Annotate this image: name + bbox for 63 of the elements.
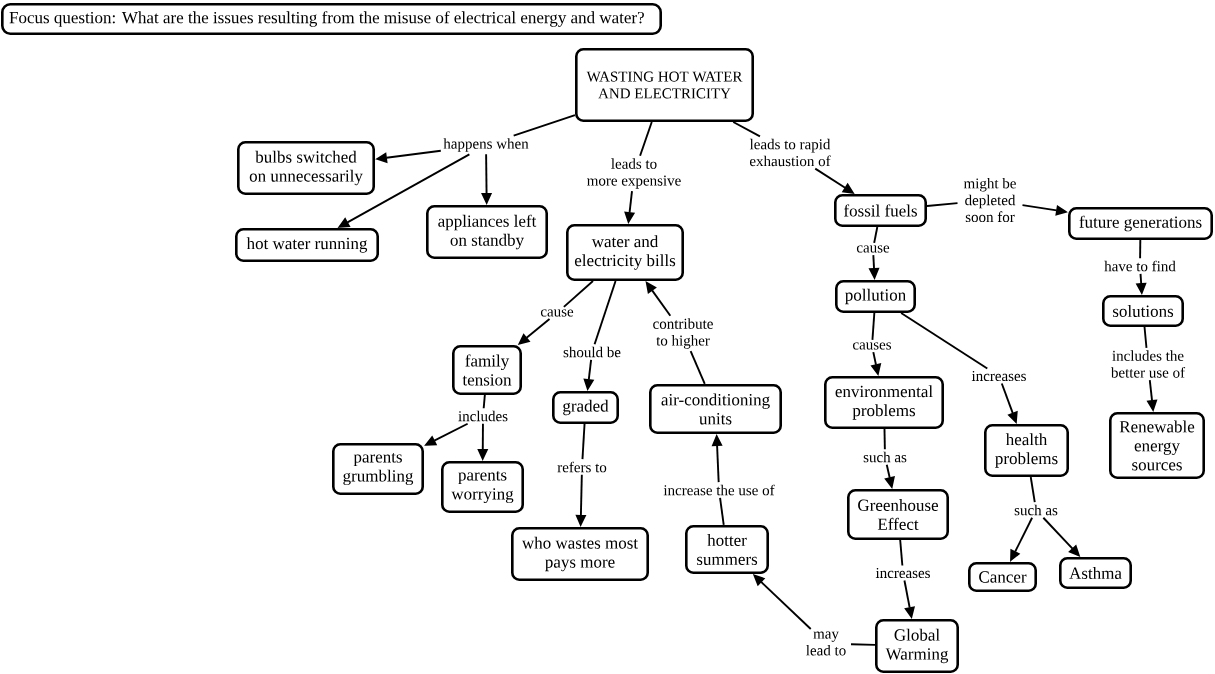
linking-phrase: contribute to higher xyxy=(653,318,713,349)
concept-box: Global Warming xyxy=(875,619,959,673)
linking-phrase: leads to more expensive xyxy=(587,158,681,189)
connector-line xyxy=(732,121,761,138)
concept-box: parents grumbling xyxy=(332,443,424,495)
concept-box: future generations xyxy=(1068,207,1213,240)
concept-box: Cancer xyxy=(968,562,1037,592)
linking-phrase: happens when xyxy=(443,138,529,152)
connector-line xyxy=(639,121,653,157)
connector-line xyxy=(593,280,617,346)
concept-box: hot water running xyxy=(235,228,379,262)
connector-line xyxy=(689,350,706,385)
concept-box: hotter summers xyxy=(685,525,769,574)
linking-phrase: increases xyxy=(875,567,930,579)
arrow xyxy=(645,281,672,317)
concept-box: WASTING HOT WATER AND ELECTRICITY xyxy=(575,48,754,122)
connector-line xyxy=(1029,476,1036,504)
concept-box: who wastes most pays more xyxy=(511,527,649,581)
linking-phrase: refers to xyxy=(557,461,607,473)
connector-line xyxy=(581,423,586,461)
concept-box: Renewable energy sources xyxy=(1109,412,1205,479)
linking-phrase: such as xyxy=(1014,504,1058,516)
concept-box: air-conditioning units xyxy=(649,384,782,434)
concept-box: graded xyxy=(552,391,619,424)
concept-box: Asthma xyxy=(1059,557,1132,589)
linking-phrase: includes the better use of xyxy=(1110,350,1186,378)
concept-box: solutions xyxy=(1102,295,1184,327)
connector-line xyxy=(850,643,876,646)
connector-line xyxy=(899,539,904,567)
connector-line xyxy=(482,394,486,410)
concept-box: fossil fuels xyxy=(834,194,927,227)
linking-phrase: causes xyxy=(853,342,892,350)
concept-box: Greenhouse Effect xyxy=(847,489,949,540)
linking-phrase: should be xyxy=(563,346,621,358)
linking-phrase: may lead to xyxy=(806,631,846,656)
concept-box: parents worrying xyxy=(441,461,524,513)
linking-phrase: leads to rapid exhaustion of xyxy=(749,138,831,167)
linking-phrase: such as xyxy=(863,451,907,463)
connector-line xyxy=(873,226,879,244)
linking-phrase: increase the use of xyxy=(663,484,775,496)
question-box: Focus question: What are the issues resulting from the misuse of electrical energy and water? xyxy=(1,3,662,35)
connector-line xyxy=(1139,239,1142,260)
concept-box: water and electricity bills xyxy=(566,224,684,281)
linking-phrase: includes xyxy=(458,410,508,422)
concept-box: pollution xyxy=(835,280,916,313)
concept-box: family tension xyxy=(452,345,522,395)
concept-box: bulbs switched on unnecessarily xyxy=(237,141,375,195)
linking-phrase: cause xyxy=(856,245,890,253)
concept-box: health problems xyxy=(984,424,1069,477)
linking-phrase: have to find xyxy=(1104,260,1176,272)
connector-line xyxy=(719,496,725,526)
connector-line xyxy=(512,114,576,137)
linking-phrase: cause xyxy=(540,309,574,317)
connector-line xyxy=(926,202,959,207)
concept-box: appliances left on standby xyxy=(426,205,548,259)
connector-line xyxy=(883,428,886,451)
connector-line xyxy=(1143,326,1148,349)
connector-line xyxy=(900,312,989,370)
concept-box: environmental problems xyxy=(824,376,944,429)
linking-phrase: increases xyxy=(971,370,1026,382)
connector-line xyxy=(871,312,876,341)
connector-line xyxy=(562,280,594,308)
linking-phrase: might be depleted soon for xyxy=(963,177,1016,223)
